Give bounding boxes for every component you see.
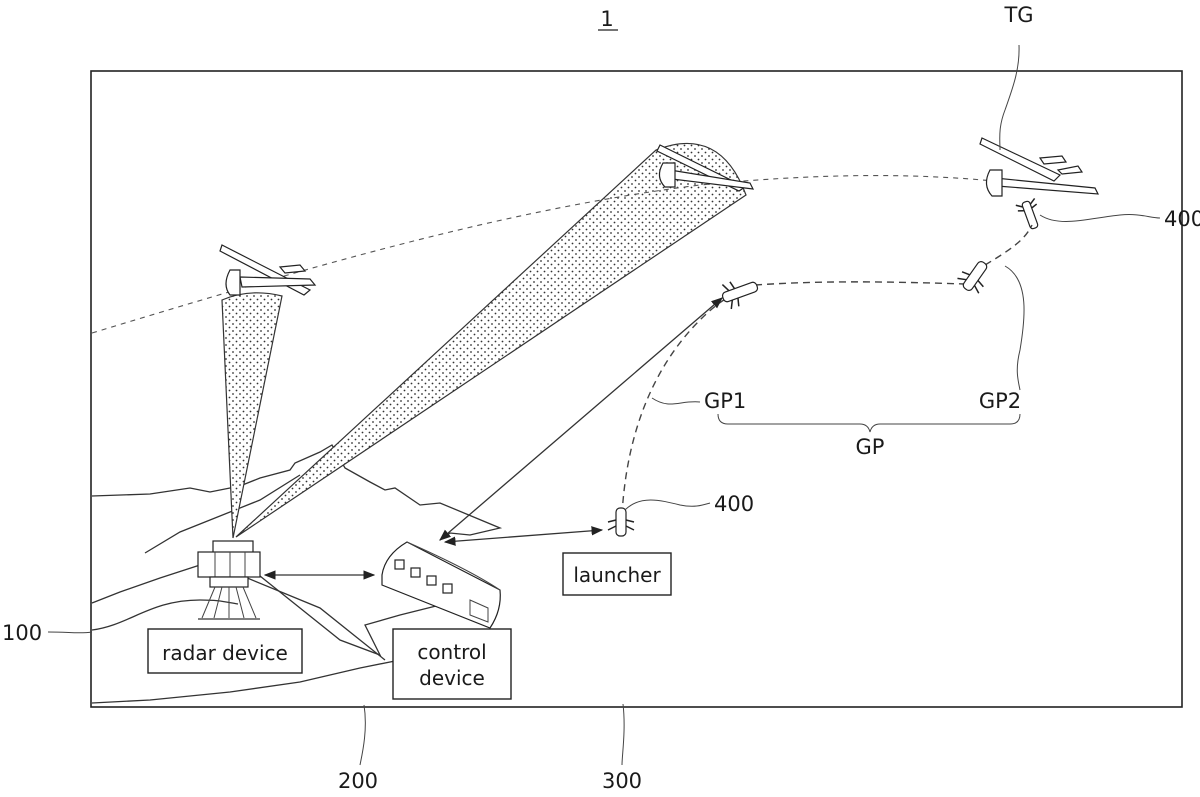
leader-gp2 <box>1004 265 1025 391</box>
radar-beam-vertical <box>221 292 283 539</box>
launcher-label: launcher <box>573 563 661 587</box>
leader-200 <box>359 704 366 766</box>
leader-tg <box>999 44 1020 151</box>
leader-300 <box>621 703 625 766</box>
interceptor-midflight-icon <box>721 281 759 310</box>
target-aircraft-1-icon <box>219 244 317 296</box>
label-200: 200 <box>338 769 378 793</box>
communication-links <box>263 297 723 580</box>
radar-beam-oblique <box>235 142 747 538</box>
label-100: 100 <box>2 621 42 645</box>
control-device-icon <box>381 541 501 629</box>
leader-400-bottom <box>624 499 711 511</box>
leader-lines <box>47 44 1161 766</box>
label-300: 300 <box>602 769 642 793</box>
label-400-top: 400 <box>1164 207 1200 231</box>
radar-device-icon <box>197 540 261 620</box>
control-device-label-line2: device <box>419 666 485 690</box>
control-device-box: control device <box>392 628 512 700</box>
figure-number: 1 <box>600 7 613 31</box>
target-aircraft-2-icon <box>656 144 755 192</box>
gp-brace <box>717 413 1021 433</box>
leader-gp1 <box>651 397 701 405</box>
interceptor-near-target-icon <box>1015 197 1039 230</box>
scene-frame <box>90 70 1183 708</box>
label-400-bottom: 400 <box>714 492 754 516</box>
control-device-label-line1: control <box>417 640 486 664</box>
radar-device-box: radar device <box>147 628 303 674</box>
leader-400-top <box>1039 214 1161 222</box>
label-gp1: GP1 <box>704 389 746 413</box>
control-to-interceptor-link <box>439 297 723 541</box>
guidance-path-mid <box>754 281 966 286</box>
radar-beams <box>221 142 747 539</box>
guidance-path-gp2 <box>984 224 1033 266</box>
control-to-launcher-link <box>443 526 604 546</box>
launcher-box: launcher <box>562 552 672 596</box>
label-gp2: GP2 <box>979 389 1021 413</box>
radar-device-label: radar device <box>162 641 288 665</box>
label-gp: GP <box>856 435 885 459</box>
label-tg: TG <box>1003 3 1033 27</box>
interceptor-launch-icon <box>607 507 635 537</box>
target-aircraft-tg-icon <box>979 137 1100 197</box>
leader-100 <box>47 631 93 634</box>
interceptor-gp2-icon <box>957 260 988 294</box>
